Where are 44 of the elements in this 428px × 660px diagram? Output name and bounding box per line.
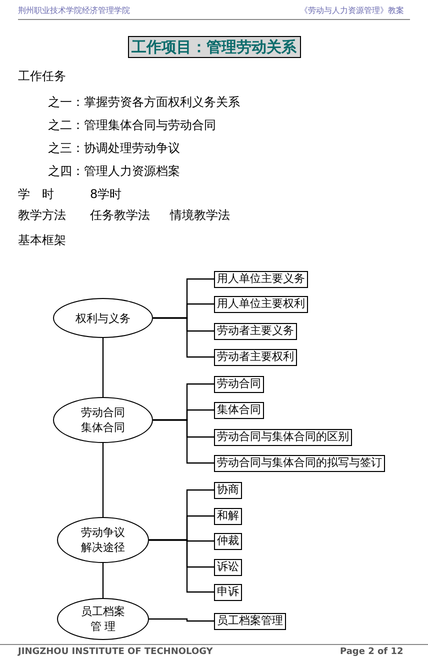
task-item: 之四：管理人力资源档案 <box>48 163 180 180</box>
page-title: 工作项目：管理劳动关系 <box>128 36 300 58</box>
node-label: 集体合同 <box>81 420 125 435</box>
connector-line <box>153 317 214 358</box>
task-item: 之三：协调处理劳动争议 <box>48 140 180 157</box>
footer-text: JINGZHOU INSTITUTE OF TECHNOLOGY <box>18 647 213 657</box>
task-item: 之二：管理集体合同与劳动合同 <box>48 117 216 134</box>
node-label: 劳动合同 <box>81 405 125 420</box>
text-box: 员工档案管理 <box>214 612 286 630</box>
connector-line <box>102 443 104 517</box>
node-label: 解决途径 <box>81 540 125 555</box>
text-box: 劳动合同与集体合同的区别 <box>214 428 352 446</box>
footer-text: Page 2 of 12 <box>340 647 404 657</box>
text-box: 集体合同 <box>214 402 264 418</box>
text-box: 劳动者主要权利 <box>214 348 297 366</box>
text-box: 协商 <box>214 482 242 498</box>
header-text: 《劳动与人力资源管理》教案 <box>300 5 404 16</box>
node-label: 员工档案 <box>81 604 125 619</box>
field-value: 8学时 <box>90 186 122 203</box>
text-box: 劳动合同 <box>214 376 264 392</box>
text-box: 申诉 <box>214 584 242 600</box>
field-label: 学 时 <box>18 186 54 203</box>
connector-line <box>153 419 214 464</box>
text-box: 仲裁 <box>214 532 242 550</box>
connector-line <box>149 618 214 622</box>
text-box: 劳动者主要义务 <box>214 322 297 340</box>
node-label: 管 理 <box>90 619 116 634</box>
node-label: 劳动争议 <box>81 525 125 540</box>
node-label: 权利与义务 <box>76 310 130 326</box>
connector-line <box>149 539 214 593</box>
connector-line <box>102 338 104 397</box>
section-heading: 工作任务 <box>18 68 66 85</box>
task-item: 之一：掌握劳资各方面权利义务关系 <box>48 94 240 111</box>
text-box: 用人单位主要义务 <box>214 270 308 288</box>
text-box: 用人单位主要权利 <box>214 296 308 312</box>
header-text: 荆州职业技术学院经济管理学院 <box>18 5 130 16</box>
field-value: 任务教学法 <box>90 207 150 224</box>
field-label: 教学方法 <box>18 207 66 224</box>
text-box: 劳动合同与集体合同的拟写与签订 <box>214 454 385 472</box>
field-value: 情境教学法 <box>170 207 230 224</box>
section-heading: 基本框架 <box>18 232 66 249</box>
text-box: 和解 <box>214 508 242 524</box>
connector-line <box>102 563 104 598</box>
text-box: 诉讼 <box>214 558 242 576</box>
